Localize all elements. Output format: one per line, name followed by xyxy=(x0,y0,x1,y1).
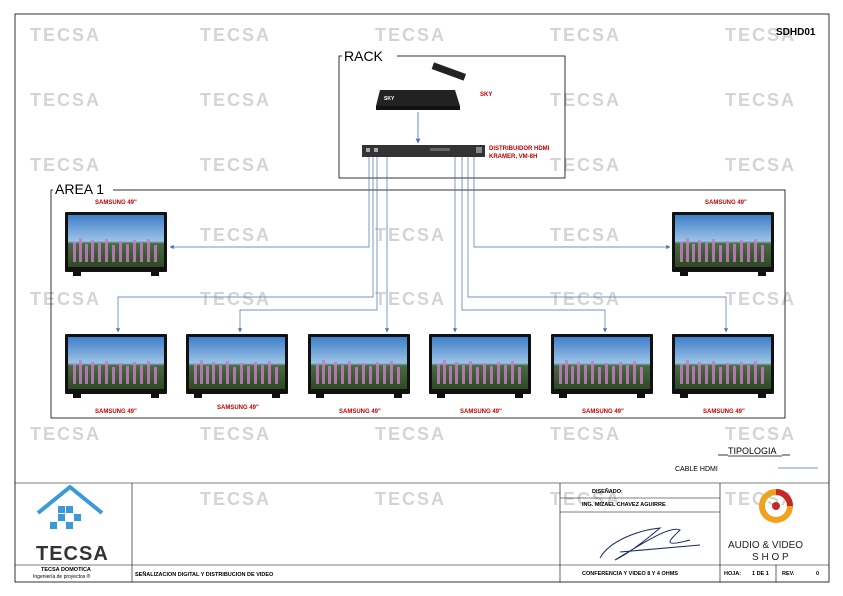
tv-bottom-2-label: SAMSUNG 49" xyxy=(217,405,259,411)
svg-text:TECSA: TECSA xyxy=(550,289,621,309)
svg-text:TECSA: TECSA xyxy=(550,489,621,509)
rev-value: 0 xyxy=(816,571,819,577)
brand-line1: AUDIO & VIDEO xyxy=(728,540,803,551)
sheet-code: SDHD01 xyxy=(776,27,816,38)
svg-text:TECSA: TECSA xyxy=(200,489,271,509)
title-block xyxy=(15,482,829,582)
tv-bottom-5-label: SAMSUNG 49" xyxy=(582,409,624,415)
tv-row-bottom xyxy=(65,334,774,398)
svg-text:TECSA: TECSA xyxy=(200,25,271,45)
svg-text:TECSA: TECSA xyxy=(375,25,446,45)
svg-text:TECSA: TECSA xyxy=(200,424,271,444)
cable-label: CABLE HDMI xyxy=(675,466,718,473)
tv-top-right-label: SAMSUNG 49" xyxy=(705,200,747,206)
hdmi-cables xyxy=(115,157,729,333)
tv-bottom-5 xyxy=(551,334,653,398)
rack-label: RACK xyxy=(344,48,384,64)
tv-bottom-3-label: SAMSUNG 49" xyxy=(339,409,381,415)
svg-text:TECSA: TECSA xyxy=(200,225,271,245)
area-label-bg xyxy=(53,182,113,196)
designer-signature xyxy=(599,527,701,561)
designer-name: ING. MIZAEL CHAVEZ AGUIRRE xyxy=(582,502,666,508)
svg-text:TECSA: TECSA xyxy=(725,90,796,110)
sheet-value: 1 DE 1 xyxy=(752,571,769,577)
tv-bottom-1-label: SAMSUNG 49" xyxy=(95,409,137,415)
svg-text:TECSA: TECSA xyxy=(375,225,446,245)
rack-label-bg xyxy=(342,50,397,64)
area-frame xyxy=(50,189,786,419)
watermark-layer: TECSA TECSA TECSA TECSA TECSA TECSA TECS… xyxy=(30,25,796,509)
tv-bottom-4-label: SAMSUNG 49" xyxy=(460,409,502,415)
company-name: TECSA xyxy=(36,543,109,565)
project-title: SEÑALIZACION DIGITAL Y DISTRIBUCION DE V… xyxy=(135,571,274,578)
sky-brand: SKY xyxy=(384,96,395,102)
svg-text:TECSA: TECSA xyxy=(725,289,796,309)
drawing-frame xyxy=(14,13,830,583)
svg-text:TECSA: TECSA xyxy=(30,155,101,175)
tipologia-title: TIPOLOGIA xyxy=(728,446,777,456)
svg-text:TECSA: TECSA xyxy=(200,155,271,175)
company-line1: TECSA DOMOTICA xyxy=(41,567,91,573)
svg-text:TECSA: TECSA xyxy=(30,289,101,309)
svg-text:TECSA: TECSA xyxy=(550,155,621,175)
brand-logo xyxy=(759,489,793,523)
tv-bottom-2 xyxy=(186,334,288,398)
company-logo xyxy=(36,485,104,529)
hdmi-distributor xyxy=(362,145,485,157)
rev-label: REV. xyxy=(782,571,795,577)
svg-text:TECSA: TECSA xyxy=(200,289,271,309)
remote-control xyxy=(431,62,467,81)
tipologia-legend: TIPOLOGIA CABLE HDMI xyxy=(675,446,818,473)
svg-text:TECSA: TECSA xyxy=(550,90,621,110)
sky-receiver: SKY xyxy=(376,62,467,110)
rack-frame xyxy=(338,55,566,179)
tv-bottom-3 xyxy=(308,334,410,398)
sheet-label: HOJA: xyxy=(724,571,741,577)
sky-label: SKY xyxy=(480,92,492,98)
tv-top-left xyxy=(65,212,167,276)
area-label: AREA 1 xyxy=(55,181,104,197)
svg-text:TECSA: TECSA xyxy=(375,489,446,509)
distributor-label-line1: DISTRIBUIDOR HDMI xyxy=(489,146,550,152)
tv-bottom-4 xyxy=(429,334,531,398)
distributor-label-line2: KRAMER, VM-8H xyxy=(489,154,537,160)
svg-text:TECSA: TECSA xyxy=(550,424,621,444)
svg-text:TECSA: TECSA xyxy=(725,155,796,175)
tv-bottom-6-label: SAMSUNG 49" xyxy=(703,409,745,415)
brand-line2: S H O P xyxy=(752,552,789,563)
svg-text:TECSA: TECSA xyxy=(200,90,271,110)
svg-text:TECSA: TECSA xyxy=(550,25,621,45)
tv-bottom-6 xyxy=(672,334,774,398)
svg-text:TECSA: TECSA xyxy=(30,424,101,444)
tv-top-left-label: SAMSUNG 49" xyxy=(95,200,137,206)
project-name: CONFERENCIA Y VIDEO 8 Y 4 OHMS xyxy=(582,571,678,577)
company-line2: Ingeniería de proyectos ® xyxy=(33,573,91,580)
designed-label: DISEÑADO: xyxy=(592,488,623,495)
svg-text:TECSA: TECSA xyxy=(30,25,101,45)
svg-text:TECSA: TECSA xyxy=(375,289,446,309)
svg-text:TECSA: TECSA xyxy=(725,25,796,45)
tv-bottom-1 xyxy=(65,334,167,398)
svg-text:TECSA: TECSA xyxy=(30,90,101,110)
svg-text:TECSA: TECSA xyxy=(550,225,621,245)
svg-text:TECSA: TECSA xyxy=(375,424,446,444)
svg-text:TECSA: TECSA xyxy=(725,424,796,444)
tv-top-right xyxy=(672,212,774,276)
